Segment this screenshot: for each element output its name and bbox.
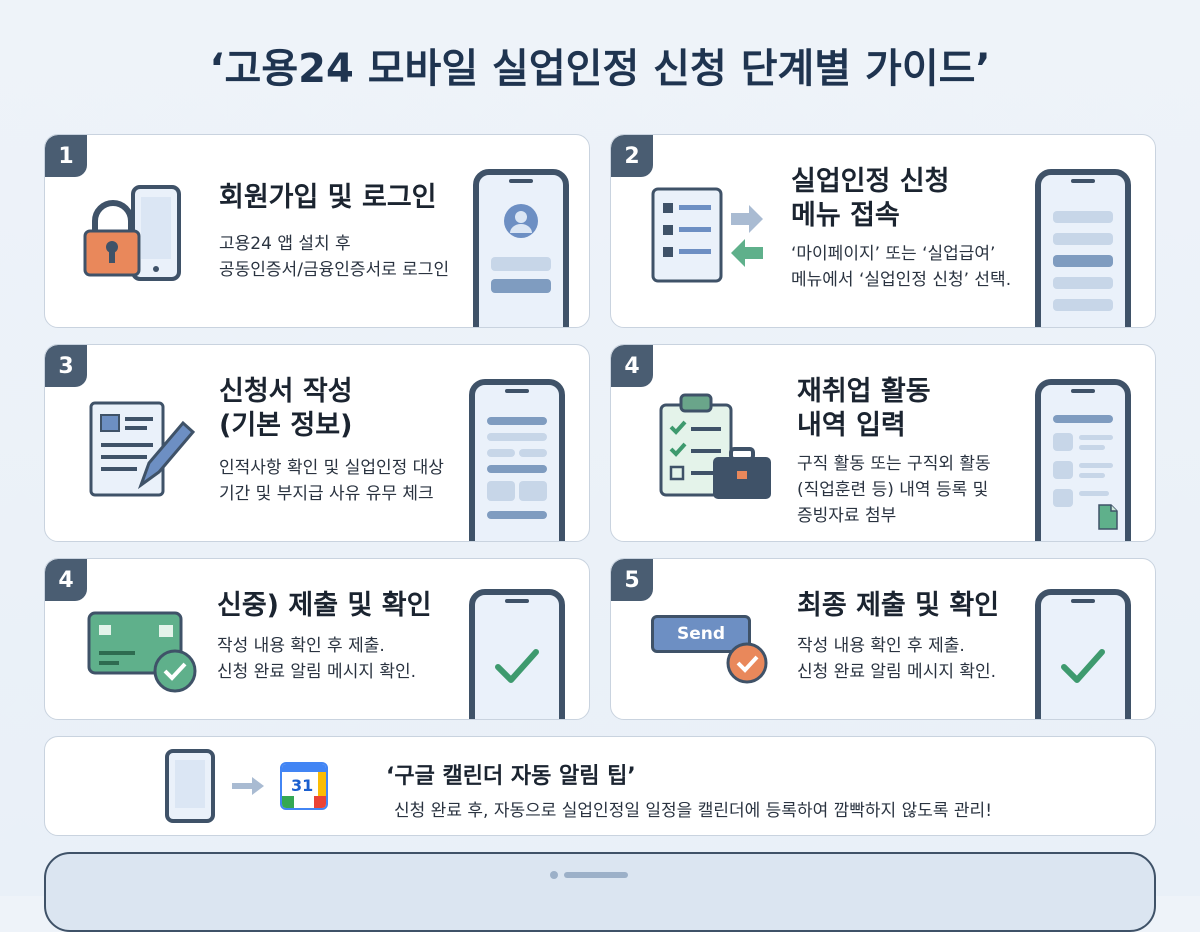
step-card-5[interactable]: 4 신중) 제출 및 확인 작성 내용 확인 후 제출. 신청 완료 알림 메시… [44, 558, 590, 720]
step-desc: 인적사항 확인 및 실업인정 대상 기간 및 부지급 사유 유무 체크 [219, 458, 444, 504]
step-title: 신중) 제출 및 확인 [217, 590, 432, 621]
checkmark-icon [1061, 649, 1105, 683]
phone-mockup [469, 589, 565, 719]
page-title: ‘고용24 모바일 실업인정 신청 단계별 가이드’ [209, 46, 991, 92]
tip-title: ‘구글 캘린더 자동 알림 팁’ [386, 764, 636, 789]
step-number-badge: 2 [611, 135, 653, 177]
step-desc: 작성 내용 확인 후 제출. 신청 완료 알림 메시지 확인. [797, 636, 997, 682]
card-check-icon [87, 611, 197, 693]
step-desc: ‘마이페이지’ 또는 ‘실업급여’ 메뉴에서 ‘실업인정 신청’ 선택. [791, 244, 1012, 290]
step-desc: 고용24 앱 설치 후 공동인증서/금융인증서로 로그인 [219, 234, 450, 280]
tip-card [44, 736, 1156, 836]
step-card-2[interactable]: 2 실업인정 신청 메뉴 접속 ‘마이페이지’ 또는 ‘실업급여’ 메뉴에서 ‘… [610, 134, 1156, 328]
step-card-3[interactable]: 3 신청서 작성 (기본 정보) 인적사항 확인 및 실업인정 대상 기간 및 … [44, 344, 590, 542]
form-pen-icon [89, 401, 196, 497]
step-title: 회원가입 및 로그인 [219, 182, 437, 213]
check-circle-icon [726, 642, 768, 684]
step-title: 신청서 작성 (기본 정보) [219, 376, 353, 441]
step-card-1[interactable]: 1 회원가입 및 로그인 고용24 앱 설치 후 공동인증서/금융인증서로 로그… [44, 134, 590, 328]
calendar-day: 31 [291, 776, 314, 795]
phone-mockup [473, 169, 569, 327]
step-desc: 구직 활동 또는 구직외 활동 (직업훈련 등) 내역 등록 및 증빙자료 첨부 [797, 454, 991, 526]
send-button-illustration: Send [651, 615, 751, 653]
bottom-device-frame [44, 852, 1156, 932]
phone-mockup [1035, 169, 1131, 327]
checklist-briefcase-icon [659, 393, 771, 499]
step-title: 실업인정 신청 메뉴 접속 [791, 166, 950, 231]
send-label: Send [676, 624, 726, 644]
tip-desc: 신청 완료 후, 자동으로 실업인정일 일정을 캘린더에 등록하여 깜빡하지 않… [394, 801, 993, 821]
step-number-badge: 4 [45, 559, 87, 601]
step-desc: 작성 내용 확인 후 제출. 신청 완료 알림 메시지 확인. [217, 636, 417, 682]
phone-icon [165, 749, 215, 823]
step-title: 최종 제출 및 확인 [797, 590, 1000, 621]
phone-mockup [1035, 589, 1131, 719]
phone-mockup [1035, 379, 1131, 541]
file-attach-icon [1098, 504, 1118, 530]
step-number-badge: 4 [611, 345, 653, 387]
user-avatar-icon [504, 204, 538, 238]
step-title: 재취업 활동 내역 입력 [797, 376, 931, 441]
step-card-6[interactable]: 5 최종 제출 및 확인 작성 내용 확인 후 제출. 신청 완료 알림 메시지… [610, 558, 1156, 720]
lock-phone-icon [83, 185, 181, 281]
step-number-badge: 5 [611, 559, 653, 601]
menu-list-arrows-icon [651, 187, 763, 283]
google-calendar-icon: 31 [280, 762, 328, 810]
checkmark-icon [495, 649, 539, 683]
arrow-right-icon [232, 777, 264, 795]
step-number-badge: 3 [45, 345, 87, 387]
phone-mockup [469, 379, 565, 541]
step-card-4[interactable]: 4 재취업 활동 내역 입력 구직 활동 또는 구직외 활동 (직업훈련 등) … [610, 344, 1156, 542]
step-number-badge: 1 [45, 135, 87, 177]
